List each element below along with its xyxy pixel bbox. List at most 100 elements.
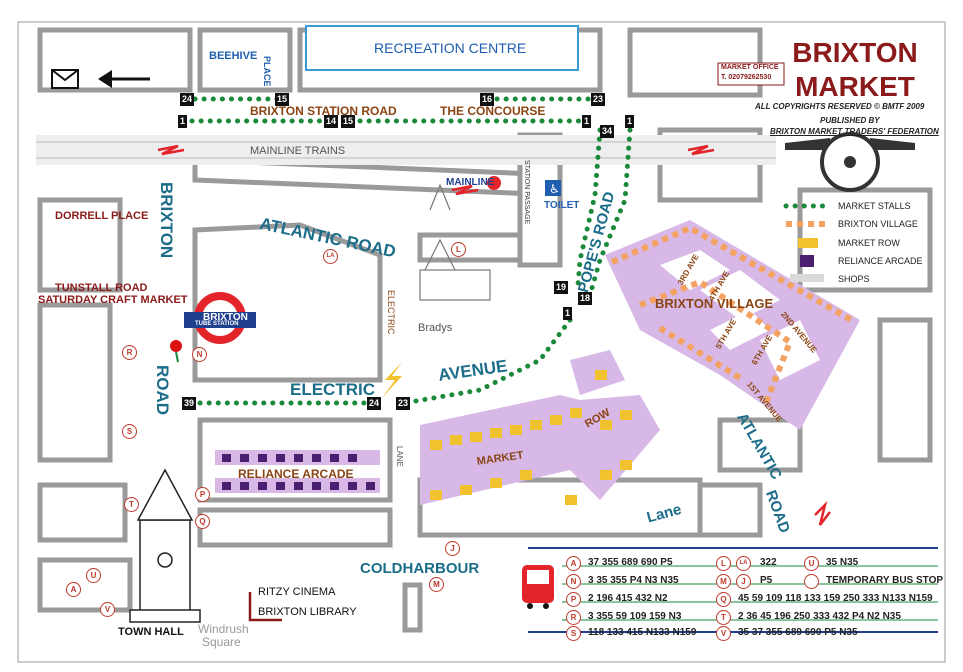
bus-stop-marker[interactable]: N: [192, 347, 207, 362]
brixton-village-label: BRIXTON VILLAGE: [655, 296, 774, 311]
stall-number: 15: [275, 93, 290, 106]
stall-number: 16: [480, 93, 495, 106]
stall-number: 18: [578, 292, 593, 305]
mainline-railway: [36, 135, 776, 165]
market-office-label: MARKET OFFICE: [721, 64, 779, 71]
legend-market-stalls: MARKET STALLS: [838, 201, 911, 211]
bus-routes: 3 355 59 109 159 N3: [588, 611, 682, 622]
rose-icon: [170, 340, 182, 363]
stall-number: 39: [182, 397, 197, 410]
bus-code-badge: J: [736, 574, 751, 589]
beehive-label: BEEHIVE: [209, 50, 258, 62]
station-passage-label: STATION PASSAGE: [523, 160, 530, 225]
electric-avenue-label-1: ELECTRIC: [290, 380, 375, 399]
stall-number: 15: [341, 115, 356, 128]
square-label: Square: [202, 635, 241, 649]
mainline-label: MAINLINE: [446, 177, 495, 188]
bus-routes: 2 36 45 196 250 333 432 P4 N2 N35: [738, 611, 901, 622]
saturday-craft-market-label: SATURDAY CRAFT MARKET: [38, 294, 188, 306]
bus-routes: 118 133 415 N133 N159: [588, 627, 697, 638]
reliance-arcade-label: RELIANCE ARCADE: [238, 467, 354, 481]
stall-number: 23: [396, 397, 411, 410]
bus-stop-marker[interactable]: S: [122, 424, 137, 439]
mainline-trains-label: MAINLINE TRAINS: [250, 145, 346, 157]
bus-stop-marker[interactable]: P: [195, 487, 210, 502]
bmtf-wheel-logo: [785, 132, 915, 192]
national-rail-icon: [157, 144, 831, 526]
electric-lightning-icon: [382, 362, 402, 398]
bus-stop-marker[interactable]: J: [445, 541, 460, 556]
brixton-road-label-1: BRIXTON: [157, 182, 176, 259]
stall-number: 19: [554, 281, 569, 294]
bus-stop-marker[interactable]: R: [122, 345, 137, 360]
ritzy-cinema-label: RITZY CINEMA: [258, 586, 336, 598]
bus-routes: 37 355 689 690 P5: [588, 557, 673, 568]
stall-number: 23: [591, 93, 606, 106]
legend-shops: SHOPS: [838, 274, 870, 284]
title-line-1: BRIXTON: [792, 37, 918, 68]
stall-number: 24: [180, 93, 195, 106]
stall-number: 1: [625, 115, 635, 128]
bradys-label: Bradys: [418, 322, 453, 334]
bus-routes: 35 N35: [826, 557, 859, 568]
bus-icon: [522, 565, 554, 609]
market-office-box: [717, 62, 785, 86]
toilet-icon: [545, 180, 561, 196]
svg-text:♿: ♿: [549, 182, 560, 196]
bus-code-badge: M: [716, 574, 731, 589]
publisher-text: BRIXTON MARKET TRADERS' FEDERATION: [770, 127, 939, 136]
ritzy-library-outline: [248, 592, 282, 622]
electric-vertical-label: ELECTRIC: [386, 290, 396, 335]
brixton-station-road-label: BRIXTON STATION ROAD: [250, 104, 397, 118]
brixton-library-label: BRIXTON LIBRARY: [258, 606, 357, 618]
bus-stop-marker[interactable]: LA: [323, 249, 338, 264]
temporary-bus-stop-label: TEMPORARY BUS STOP: [826, 575, 944, 586]
tube-station-sub: TUBE STATION: [195, 321, 239, 327]
tube-station-name: BRIXTON: [203, 312, 248, 323]
bus-stop-marker[interactable]: V: [100, 602, 115, 617]
temporary-bus-stop-icon: [804, 574, 819, 589]
coldharbour-label: COLDHARBOUR: [360, 560, 480, 577]
underground-roundel-icon: [184, 292, 256, 344]
market-office-tel: T. 02079262530: [721, 74, 772, 81]
bus-routes: P5: [760, 575, 773, 586]
bus-code-badge: V: [716, 626, 731, 641]
bus-routes: 45 59 109 118 133 159 250 333 N133 N159: [738, 593, 933, 604]
bus-routes: 322: [760, 557, 777, 568]
map-title: BRIXTON MARKET: [780, 36, 930, 104]
legend-reliance-arcade: RELIANCE ARCADE: [838, 256, 923, 266]
stall-number: 34: [600, 125, 615, 138]
direction-arrow-icon: [98, 70, 150, 88]
lane-vertical-label: LANE: [395, 446, 404, 467]
brixton-road-label-2: ROAD: [153, 365, 172, 416]
recreation-centre-label: RECREATION CENTRE: [374, 40, 527, 56]
bus-routes: 3 35 355 P4 N3 N35: [588, 575, 679, 586]
bus-stop-marker[interactable]: U: [86, 568, 101, 583]
bus-code-badge: T: [716, 610, 731, 625]
market-row-shops: [430, 370, 632, 505]
town-hall-label: TOWN HALL: [118, 626, 184, 638]
published-by-text: PUBLISHED BY: [820, 116, 880, 125]
bus-code-badge: U: [804, 556, 819, 571]
bus-stop-marker[interactable]: L: [451, 242, 466, 257]
bus-code-badge: LA: [736, 556, 751, 571]
windrush-label: Windrush: [198, 622, 249, 636]
post-office-icon: [51, 69, 79, 89]
bus-routes: 2 196 415 432 N2: [588, 593, 668, 604]
town-hall-icon: [129, 468, 201, 623]
legend-symbols: [783, 203, 829, 282]
mainline-marker-icon: [487, 176, 501, 190]
bus-code-badge: P: [566, 592, 581, 607]
bus-routes: 35 37 355 689 690 P5 N35: [738, 627, 858, 638]
reliance-arcade-units: [222, 454, 375, 490]
dorrell-place-label: DORRELL PLACE: [55, 210, 149, 222]
bus-stop-marker[interactable]: Q: [195, 514, 210, 529]
recreation-centre: [305, 25, 579, 71]
tunstall-road-label: TUNSTALL ROAD: [55, 282, 148, 294]
bus-stop-marker[interactable]: T: [124, 497, 139, 512]
toilet-label: TOILET: [544, 200, 580, 211]
bus-code-badge: S: [566, 626, 581, 641]
bus-stop-marker[interactable]: M: [429, 577, 444, 592]
bus-stop-marker[interactable]: A: [66, 582, 81, 597]
